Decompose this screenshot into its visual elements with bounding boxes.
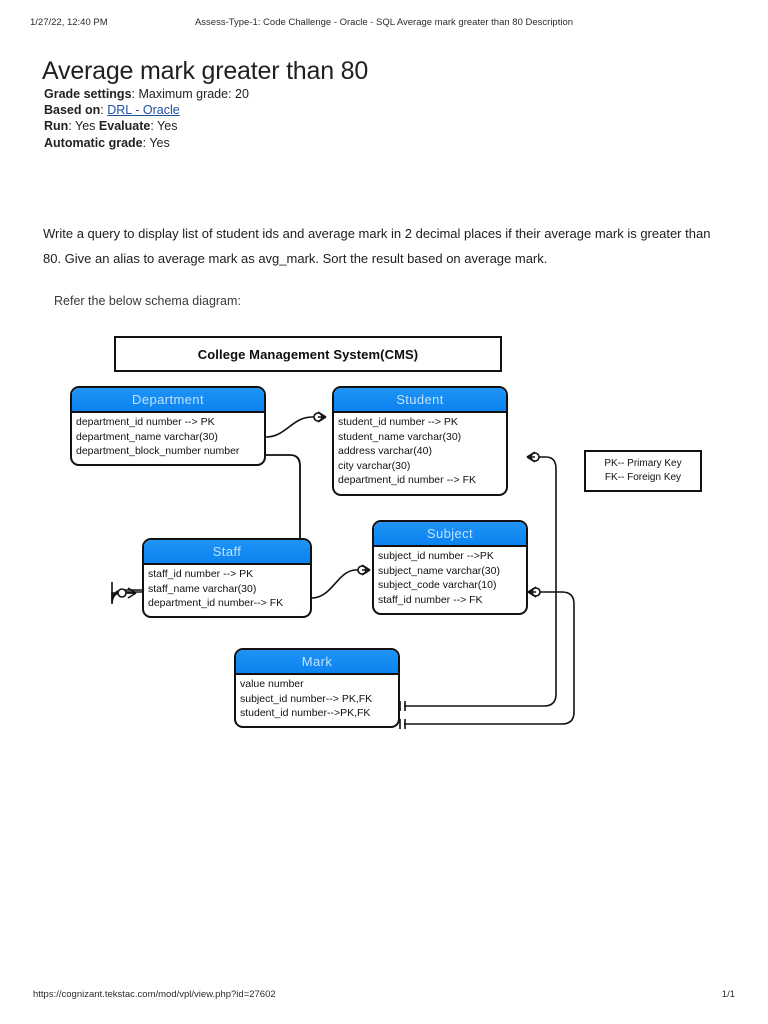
entity-subject[interactable]: Subject subject_id number -->PK subject_… [372,520,528,615]
cardinality-one-mark-subject [399,719,406,729]
attribute-row: student_id number-->PK,FK [240,707,371,720]
attribute-row: subject_name varchar(30) [378,564,500,577]
based-on-link[interactable]: DRL - Oracle [107,103,180,118]
attribute-row: student_name varchar(30) [338,430,462,443]
entity-staff-attributes: staff_id number --> PK staff_name varcha… [144,565,310,614]
entity-subject-attributes: subject_id number -->PK subject_name var… [374,547,526,610]
print-header-title: Assess-Type-1: Code Challenge - Oracle -… [194,17,574,28]
run-value: : Yes [68,119,99,134]
print-header-date: 1/27/22, 12:40 PM [30,17,108,28]
entity-department[interactable]: Department department_id number --> PK d… [70,386,266,466]
attribute-row: subject_id number -->PK [378,550,494,562]
connector-subject-mark [404,591,575,725]
entity-subject-title: Subject [374,522,526,547]
crowsfoot-student [317,411,327,423]
attribute-row: department_name varchar(30) [76,430,218,443]
connector-staff-subject [311,569,370,599]
entity-department-attributes: department_id number --> PK department_n… [72,413,264,462]
question-description: Write a query to display list of student… [43,226,711,266]
print-footer-url: https://cognizant.tekstac.com/mod/vpl/vi… [33,989,276,1000]
attribute-row: department_id number--> FK [148,597,284,610]
automatic-grade-label: Automatic grade [44,135,143,150]
attribute-row: department_id number --> PK [76,416,215,428]
attribute-row: staff_id number --> PK [148,568,254,580]
connector-student-mark [404,456,557,707]
attribute-row: address varchar(40) [338,445,432,458]
entity-student-attributes: student_id number --> PK student_name va… [334,413,506,491]
crowsfoot-staff [127,587,137,599]
grade-settings-label: Grade settings [44,87,132,101]
entity-department-title: Department [72,388,264,413]
grade-settings-row: Grade settings: Maximum grade: 20 [44,86,249,102]
attribute-row: subject_code varchar(10) [378,579,497,592]
entity-mark[interactable]: Mark value number subject_id number--> P… [234,648,400,728]
grade-settings-value: : Maximum grade: 20 [131,87,249,101]
grade-meta-block: Grade settings: Maximum grade: 20 Based … [44,86,249,151]
legend-row-pk: PK-- Primary Key [604,458,682,469]
entity-student-title: Student [334,388,506,413]
attribute-row: subject_id number--> PK,FK [240,692,373,705]
crowsfoot-subject-right [527,586,537,598]
entity-mark-title: Mark [236,650,398,675]
attribute-row: staff_id number --> FK [378,593,483,606]
automatic-grade-value: : Yes [142,135,170,150]
print-footer: https://cognizant.tekstac.com/mod/vpl/vi… [0,989,768,1003]
automatic-grade-row: Automatic grade: Yes [44,135,249,151]
based-on-separator: : [100,103,108,118]
entity-mark-attributes: value number subject_id number--> PK,FK … [236,675,398,724]
attribute-row: department_id number --> FK [338,474,477,487]
entity-staff[interactable]: Staff staff_id number --> PK staff_name … [142,538,312,618]
evaluate-value: : Yes [150,119,178,134]
connector-department-student [265,416,326,438]
er-schema-diagram: College Management System(CMS) Departmen… [0,320,768,760]
diagram-legend: PK-- Primary Key FK-- Foreign Key [584,450,702,492]
crowsfoot-subject [361,564,371,576]
evaluate-label: Evaluate [98,119,151,134]
run-label: Run [44,119,69,134]
attribute-row: city varchar(30) [338,459,411,472]
page-title: Average mark greater than 80 [42,56,369,85]
attribute-row: student_id number --> PK [338,416,458,428]
legend-row-fk: FK-- Foreign Key [604,472,682,483]
attribute-row: value number [240,678,304,690]
print-footer-page-number: 1/1 [721,989,735,1000]
based-on-label: Based on [44,103,101,118]
diagram-banner: College Management System(CMS) [114,336,502,372]
attribute-row: department_block_number number [76,445,240,458]
based-on-row: Based on: DRL - Oracle [44,102,249,118]
print-header: 1/27/22, 12:40 PM Assess-Type-1: Code Ch… [0,17,768,31]
run-evaluate-row: Run: Yes Evaluate: Yes [44,118,249,134]
cardinality-circle-staff [117,588,127,598]
entity-staff-title: Staff [144,540,310,565]
cardinality-one-mark-student [399,701,406,711]
attribute-row: staff_name varchar(30) [148,582,257,595]
crowsfoot-student-right [526,451,536,463]
entity-student[interactable]: Student student_id number --> PK student… [332,386,508,496]
refer-schema-line: Refer the below schema diagram: [54,294,241,308]
